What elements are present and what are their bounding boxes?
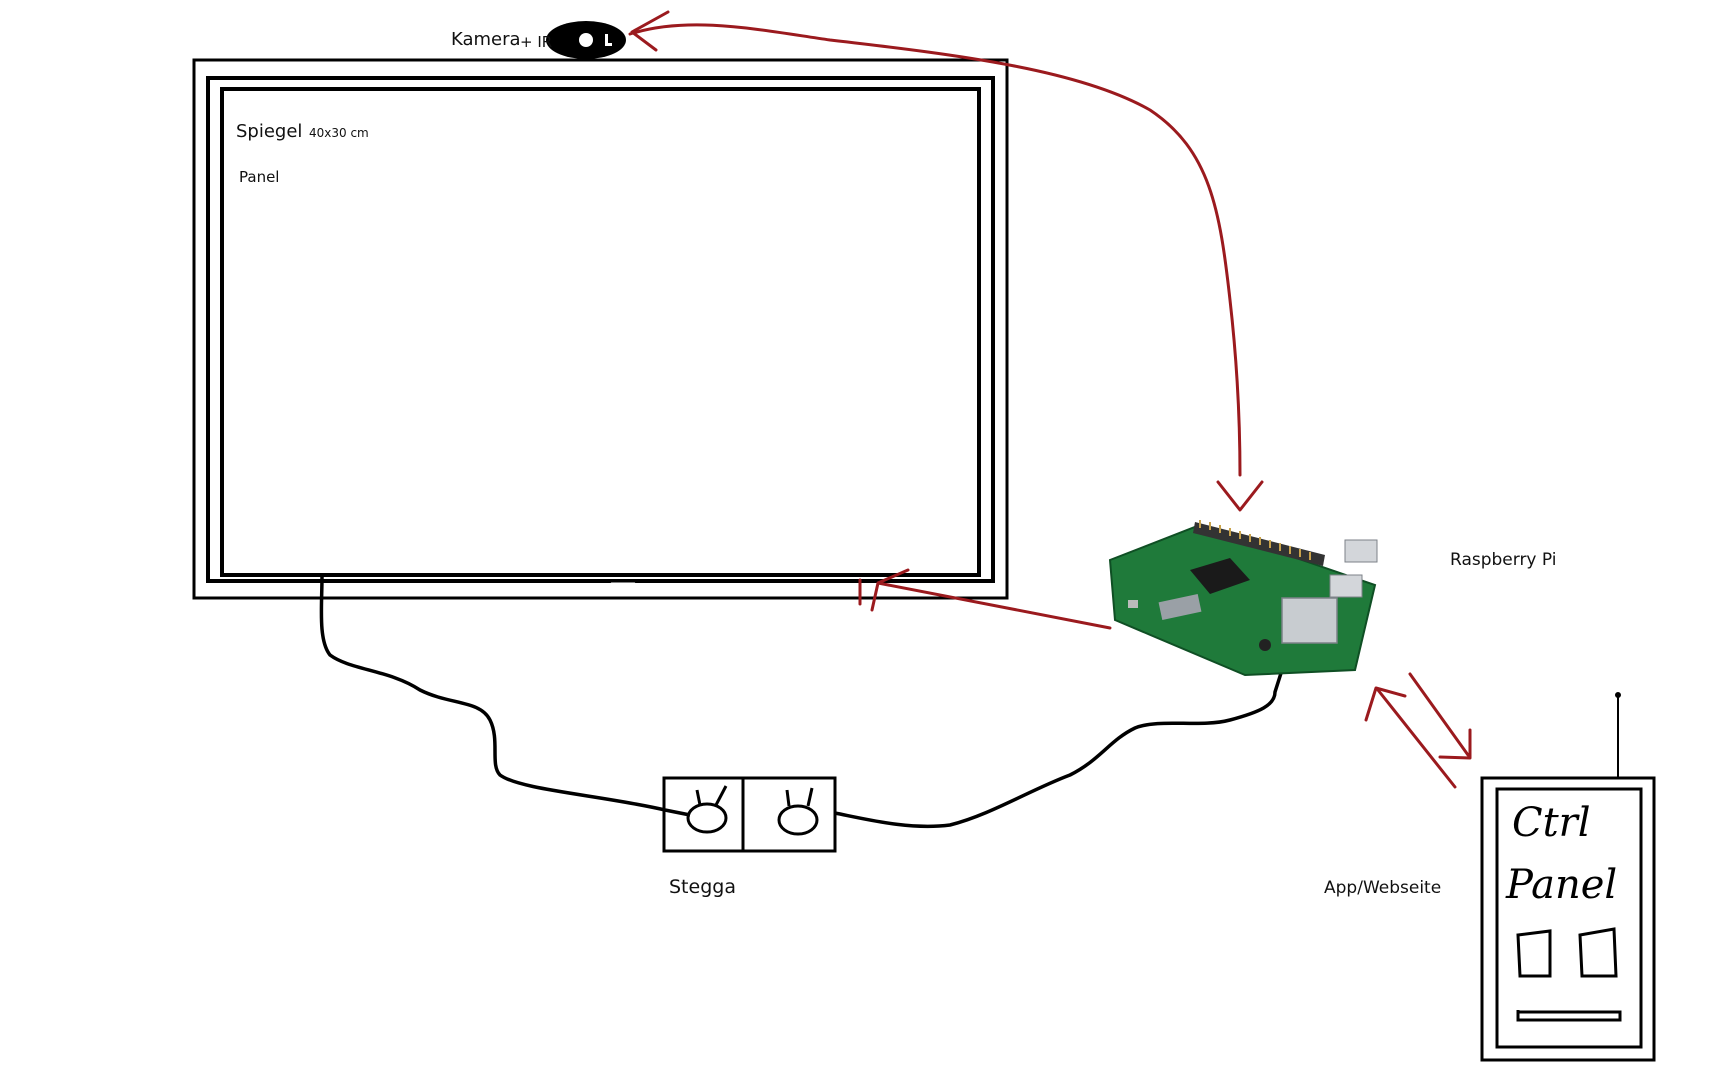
socket-label: Stegga — [669, 876, 736, 898]
power-cable-mirror — [321, 577, 690, 815]
arrow-raspberry-panel — [878, 583, 1110, 628]
phone-button-right — [1580, 929, 1616, 976]
app-label: App/Webseite — [1324, 878, 1441, 898]
arrowhead-raspberry — [1218, 482, 1262, 510]
mirror-size-label: 40x30 cm — [309, 126, 369, 140]
mirror-middle-frame — [208, 78, 993, 581]
camera-icon — [546, 21, 626, 59]
panel-label: Panel — [239, 168, 279, 186]
camera-ir-label: + IR — [520, 33, 552, 51]
arrow-camera-raspberry — [630, 25, 1240, 475]
phone-button-left — [1518, 931, 1550, 976]
power-cable-raspberry — [835, 670, 1282, 826]
arrow-phone-to-raspberry — [1378, 690, 1455, 787]
mirror-notch — [612, 583, 634, 590]
mirror-outer-frame — [194, 60, 1007, 598]
camera-label: Kamera — [451, 29, 521, 50]
raspberry-pi-board-icon — [1110, 520, 1377, 675]
power-socket-icon — [664, 778, 835, 851]
mirror-frame — [194, 60, 1007, 598]
mirror-panel — [222, 89, 979, 575]
phone-slider — [1518, 1010, 1620, 1020]
phone-panel-text: Panel — [1506, 862, 1617, 908]
mirror-label: Spiegel — [236, 121, 302, 142]
raspberry-pi-label: Raspberry Pi — [1450, 550, 1557, 570]
phone-ctrl-text: Ctrl — [1512, 800, 1591, 846]
